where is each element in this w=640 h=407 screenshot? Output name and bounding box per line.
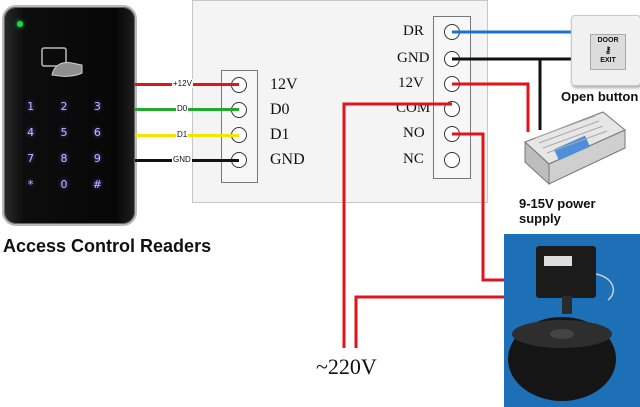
- power-supply-label: 9-15V power supply: [519, 196, 596, 226]
- bell-icon: [508, 246, 616, 401]
- right-terminal-block: [433, 16, 471, 179]
- exit-button-face: DOOR ⚷ EXIT: [590, 34, 626, 70]
- wire-red-12v-supply: [452, 82, 530, 132]
- pin-label-d0: D0: [176, 104, 189, 113]
- key-3[interactable]: 3: [93, 100, 101, 113]
- access-control-reader: 1 2 3 4 5 6 7 8 9 * 0 #: [2, 5, 137, 226]
- exit-text: EXIT: [600, 57, 616, 64]
- key-star[interactable]: *: [27, 178, 34, 191]
- terminal-label-12v-right: 12V: [398, 75, 424, 91]
- power-supply-icon: [524, 111, 626, 186]
- pin-label-12v: +12V: [172, 79, 193, 88]
- rfid-card-icon: [41, 47, 83, 77]
- pin-label-gnd: GND: [172, 155, 192, 164]
- terminal-label-nc: NC: [403, 151, 424, 167]
- key-5[interactable]: 5: [60, 126, 68, 139]
- terminal-label-gnd-right: GND: [397, 50, 430, 66]
- terminal-label-12v: 12V: [270, 76, 298, 93]
- key-0[interactable]: 0: [60, 178, 68, 191]
- open-button-label: Open button: [561, 89, 639, 104]
- terminal-screw-nc: [444, 152, 460, 168]
- key-9[interactable]: 9: [93, 152, 101, 165]
- reader-caption: Access Control Readers: [3, 236, 212, 256]
- terminal-label-dr: DR: [403, 23, 424, 39]
- exit-button[interactable]: DOOR ⚷ EXIT: [571, 15, 640, 86]
- key-4[interactable]: 4: [27, 126, 35, 139]
- bell-panel: [504, 234, 640, 407]
- terminal-label-no: NO: [403, 125, 425, 141]
- door-text: DOOR: [597, 37, 619, 44]
- pin-label-d1: D1: [176, 130, 189, 139]
- terminal-label-gnd: GND: [270, 151, 305, 168]
- keypad: 1 2 3 4 5 6 7 8 9 * 0 #: [14, 100, 114, 191]
- terminal-label-d1: D1: [270, 126, 290, 143]
- key-2[interactable]: 2: [60, 100, 68, 113]
- terminal-label-d0: D0: [270, 101, 290, 118]
- key-icon: ⚷: [604, 45, 612, 55]
- status-led-icon: [17, 21, 23, 27]
- key-1[interactable]: 1: [27, 100, 35, 113]
- key-6[interactable]: 6: [93, 126, 101, 139]
- key-7[interactable]: 7: [27, 152, 35, 165]
- key-8[interactable]: 8: [60, 152, 68, 165]
- key-hash[interactable]: #: [92, 178, 102, 191]
- mains-label: ~220V: [316, 354, 377, 379]
- wire-red-com: [342, 102, 452, 348]
- wire-red-mains: [354, 295, 545, 348]
